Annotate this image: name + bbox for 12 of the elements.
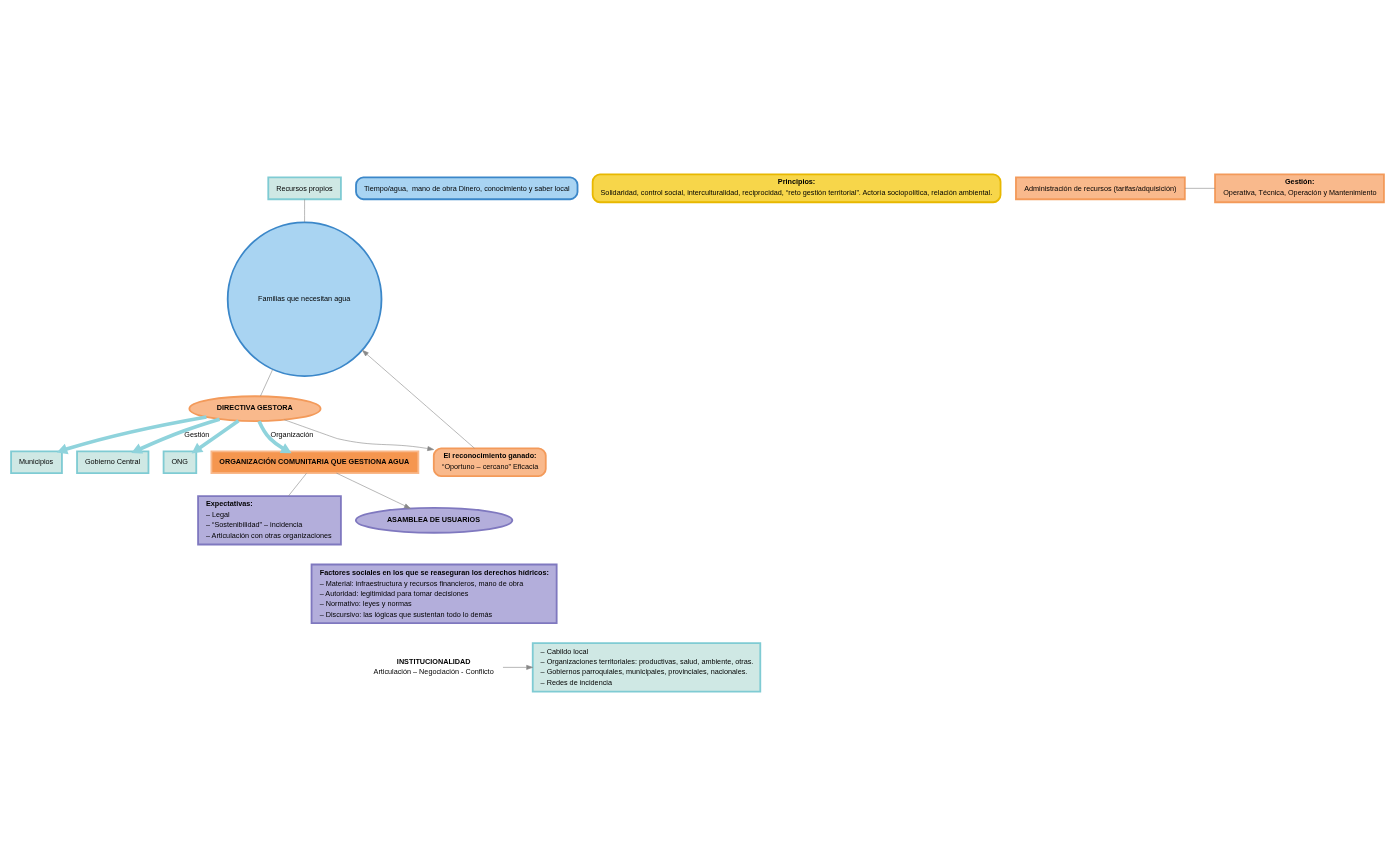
arrow	[257, 420, 292, 454]
arrow	[362, 350, 475, 449]
arrow	[336, 472, 411, 509]
connector	[288, 472, 307, 497]
arrow	[131, 417, 221, 454]
connector	[260, 369, 273, 397]
arrow	[191, 419, 240, 454]
connector	[1184, 188, 1216, 189]
arrow	[56, 415, 207, 455]
connector	[304, 198, 305, 223]
arrow	[502, 664, 533, 670]
arrow	[284, 419, 434, 451]
